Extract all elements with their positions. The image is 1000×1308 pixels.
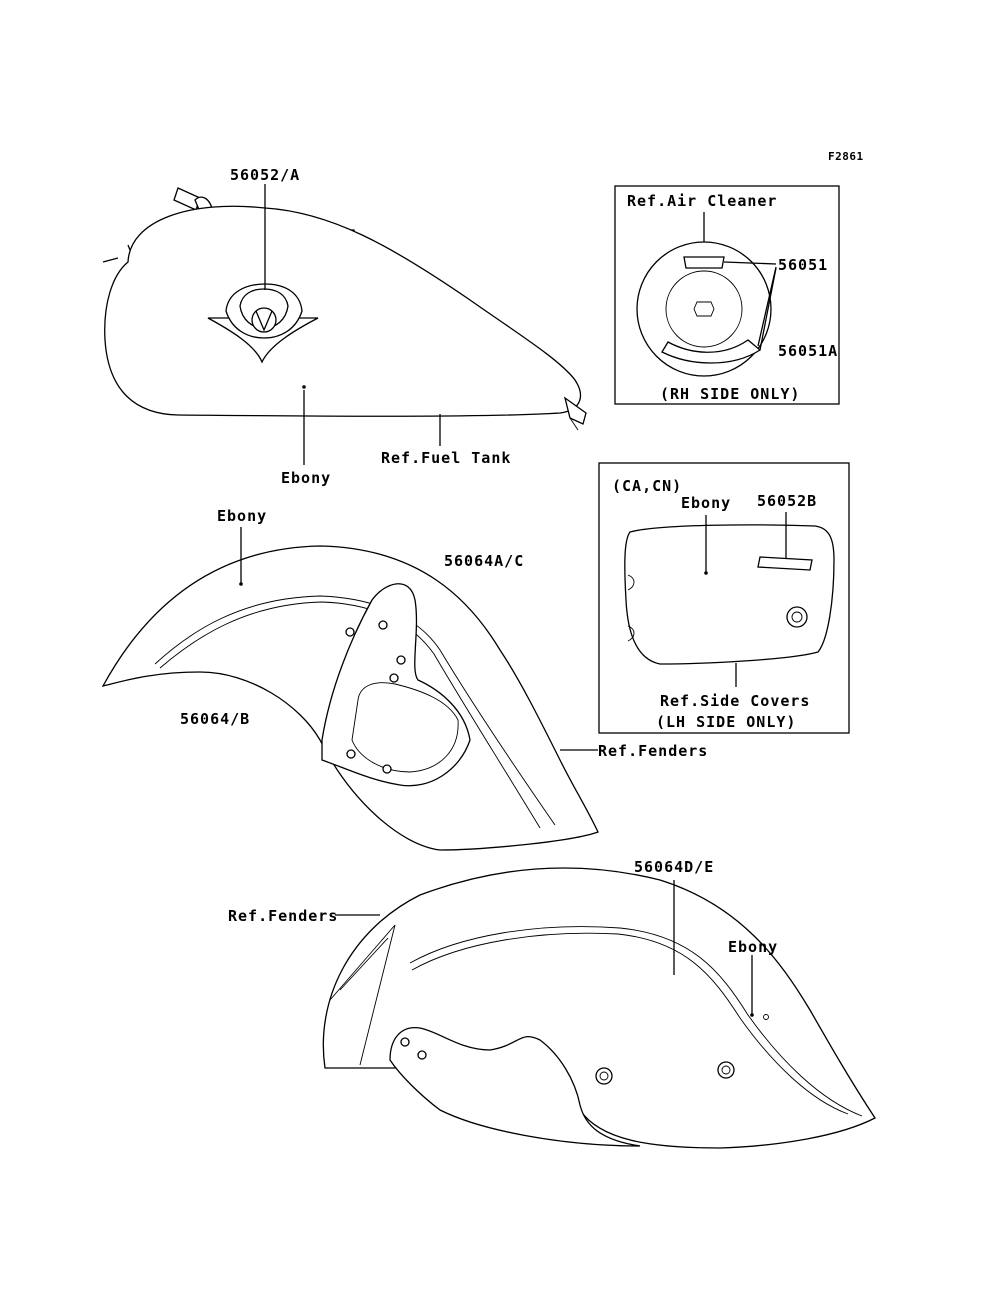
v-emblem-decal xyxy=(207,283,319,364)
label-56051a: 56051A xyxy=(778,342,838,360)
air-cleaner-decal-upper xyxy=(683,256,725,269)
side-cover xyxy=(624,512,835,687)
label-rh-side-only: (RH SIDE ONLY) xyxy=(660,385,800,403)
label-56064a-c: 56064A/C xyxy=(444,552,524,570)
label-56064-b: 56064/B xyxy=(180,710,250,728)
label-ref-air-cleaner: Ref.Air Cleaner xyxy=(627,192,777,210)
label-front-fender-ebony: Ebony xyxy=(217,507,267,525)
side-cover-decal xyxy=(757,556,813,571)
front-fender xyxy=(101,527,599,851)
figure-code: F2861 xyxy=(828,150,864,163)
label-ref-fuel-tank: Ref.Fuel Tank xyxy=(381,449,511,467)
label-tank-ebony: Ebony xyxy=(281,469,331,487)
label-ref-fenders-rear: Ref.Fenders xyxy=(228,907,338,925)
label-ref-fenders-front: Ref.Fenders xyxy=(598,742,708,760)
label-ref-side-covers: Ref.Side Covers xyxy=(660,692,810,710)
air-cleaner-box xyxy=(614,185,840,405)
label-side-cover-ebony: Ebony xyxy=(681,494,731,512)
side-cover-box xyxy=(598,462,850,734)
fuel-tank xyxy=(102,184,587,465)
label-56064d-e: 56064D/E xyxy=(634,858,714,876)
kawasaki-logo-decal xyxy=(661,339,762,364)
label-lh-side-only: (LH SIDE ONLY) xyxy=(656,713,796,731)
rear-fender xyxy=(322,867,876,1149)
label-ca-cn: (CA,CN) xyxy=(612,477,682,495)
label-rear-fender-ebony: Ebony xyxy=(728,938,778,956)
label-56052-a: 56052/A xyxy=(230,166,300,184)
label-56052b: 56052B xyxy=(757,492,817,510)
air-cleaner-cover xyxy=(636,212,777,377)
label-56051: 56051 xyxy=(778,256,828,274)
